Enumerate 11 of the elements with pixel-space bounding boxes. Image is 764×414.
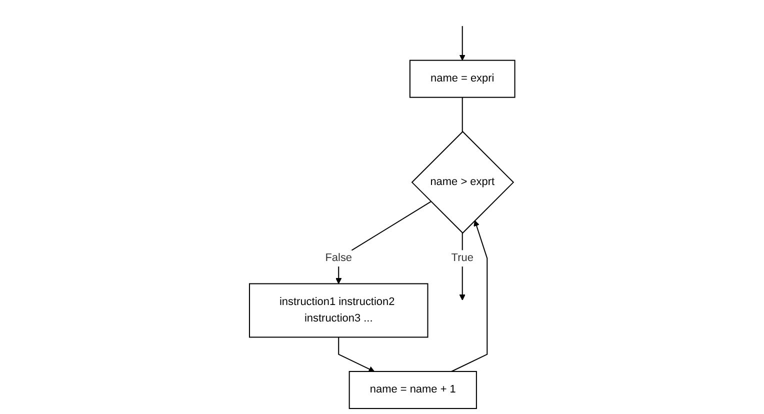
node-box: instruction1 instruction2 instruction3 ... xyxy=(248,283,428,338)
node-box: name = expri xyxy=(409,60,516,98)
arrow xyxy=(451,220,488,372)
arrow xyxy=(459,26,466,61)
edge-label: False xyxy=(325,252,352,264)
arrow xyxy=(459,232,466,300)
node-box: name = name + 1 xyxy=(348,370,477,410)
connector xyxy=(462,97,463,132)
node-diamond: name > exprt xyxy=(411,130,514,234)
edge-label: True xyxy=(451,252,474,264)
arrow xyxy=(338,337,374,372)
